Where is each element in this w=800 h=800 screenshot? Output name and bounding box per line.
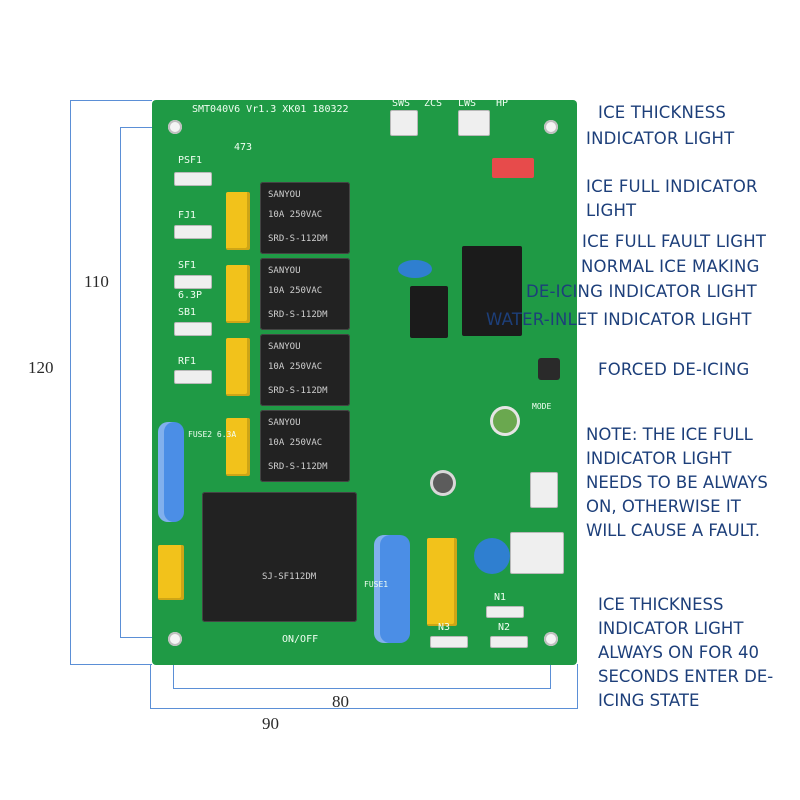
- note-line-1: NOTE: THE ICE FULL: [586, 425, 753, 444]
- capacitor-blue-2: [398, 260, 432, 278]
- dim-90-left-tick: [150, 664, 151, 708]
- fj1-label: FJ1: [178, 210, 197, 221]
- callout-ice-thickness-line2: INDICATOR LIGHT: [586, 129, 735, 148]
- capacitor-yellow-3: [226, 338, 250, 396]
- relay-3: SANYOU 10A 250VAC SRD-S-112DM: [260, 334, 350, 406]
- pcb-board: SMT040V6 Vr1.3 XK01 180322 PSF1 FJ1 SF1 …: [152, 100, 577, 665]
- zcs-label: ZCS: [424, 98, 443, 109]
- dim-110-vertical: [120, 127, 121, 637]
- fr-label: 473: [234, 142, 253, 153]
- note-line-2: INDICATOR LIGHT: [586, 449, 732, 468]
- dim-120-vertical: [70, 100, 71, 664]
- fuse2-label: FUSE2 6.3A: [188, 430, 237, 439]
- sws-label: SWS: [392, 98, 411, 109]
- dim-120-bottom-tick: [70, 664, 152, 665]
- mounting-hole-tl: [168, 120, 182, 134]
- mounting-hole-tr: [544, 120, 558, 134]
- fuse-2: [158, 422, 184, 522]
- connector-right-2: [510, 532, 564, 574]
- note2-line-2: INDICATOR LIGHT: [598, 619, 744, 638]
- lws-label: LWS: [458, 98, 477, 109]
- n2-label: N2: [498, 622, 511, 633]
- fj1-terminal: [174, 225, 212, 239]
- relay-1: SANYOU 10A 250VAC SRD-S-112DM: [260, 182, 350, 254]
- sf1-terminal: [174, 275, 212, 289]
- note-line-4: ON, OTHERWISE IT: [586, 497, 741, 516]
- n1-terminal: [486, 606, 524, 618]
- note2-line-4: SECONDS ENTER DE-: [598, 667, 774, 686]
- callout-water-inlet: WATER-INLET INDICATOR LIGHT: [486, 310, 752, 329]
- dim-110-bottom-tick: [120, 637, 175, 638]
- hp-label: HP: [496, 98, 509, 109]
- n1-label: N1: [494, 592, 507, 603]
- callout-normal-ice-making: NORMAL ICE MAKING: [581, 257, 760, 276]
- capacitor-blue-1: [474, 538, 510, 574]
- callout-ice-thickness-line1: ICE THICKNESS: [598, 103, 727, 122]
- dim-120-top-tick: [70, 100, 152, 101]
- dim-110-top-tick: [120, 127, 175, 128]
- note-line-3: NEEDS TO BE ALWAYS: [586, 473, 768, 492]
- n3-terminal: [430, 636, 468, 648]
- ic-secondary: [410, 286, 448, 338]
- dim-90-horizontal: [150, 708, 578, 709]
- dim-90-right-tick: [577, 664, 578, 708]
- dim-120-label: 120: [28, 358, 54, 377]
- note-line-5: WILL CAUSE A FAULT.: [586, 521, 760, 540]
- capacitor-yellow-5: [158, 545, 184, 600]
- sws-connector: [390, 110, 418, 136]
- sb1-terminal: [174, 322, 212, 336]
- psf1-label: PSF1: [178, 155, 203, 166]
- connector-right-1: [530, 472, 558, 508]
- rf1-terminal: [174, 370, 212, 384]
- mounting-hole-bl: [168, 632, 182, 646]
- sf1-label: SF1: [178, 260, 197, 271]
- callout-ice-full-fault: ICE FULL FAULT LIGHT: [582, 232, 767, 251]
- onoff-label: ON/OFF: [282, 634, 319, 645]
- capacitor-yellow-2: [226, 265, 250, 323]
- fuse1-label: FUSE1: [364, 580, 389, 589]
- dim-80-label: 80: [332, 692, 349, 711]
- capacitor-yellow-4: [226, 418, 250, 476]
- dim-90-label: 90: [262, 714, 279, 733]
- dim-110-label: 110: [84, 272, 109, 291]
- psf1-terminal: [174, 172, 212, 186]
- callout-forced-deicing: FORCED DE-ICING: [598, 360, 750, 379]
- capacitor-yellow-1: [226, 192, 250, 250]
- lws-connector: [458, 110, 490, 136]
- n3-label: N3: [438, 622, 451, 633]
- board-model-label: SMT040V6 Vr1.3 XK01 180322: [192, 104, 349, 115]
- note2-line-3: ALWAYS ON FOR 40: [598, 643, 759, 662]
- callout-de-icing: DE-ICING INDICATOR LIGHT: [526, 282, 757, 301]
- note2-line-5: ICING STATE: [598, 691, 700, 710]
- ic-main: [462, 246, 522, 336]
- main-relay: SJ-SF112DM: [202, 492, 357, 622]
- sf1-sub-label: 6.3P: [178, 290, 203, 301]
- note2-line-1: ICE THICKNESS: [598, 595, 724, 614]
- callout-ice-full-line2: LIGHT: [586, 201, 637, 220]
- mode-label: MODE: [532, 402, 552, 411]
- electrolytic-cap-1: [490, 406, 520, 436]
- capacitor-yellow-6: [427, 538, 457, 626]
- relay-4: SANYOU 10A 250VAC SRD-S-112DM: [260, 410, 350, 482]
- forced-deicing-button[interactable]: [538, 358, 560, 380]
- mounting-hole-br: [544, 632, 558, 646]
- dim-80-horizontal: [173, 688, 551, 689]
- relay-2: SANYOU 10A 250VAC SRD-S-112DM: [260, 258, 350, 330]
- n2-terminal: [490, 636, 528, 648]
- sb1-label: SB1: [178, 307, 197, 318]
- fuse-1: [374, 535, 410, 643]
- callout-ice-full-line1: ICE FULL INDICATOR: [586, 177, 758, 196]
- rf1-label: RF1: [178, 356, 197, 367]
- led-header: [492, 158, 534, 178]
- electrolytic-cap-2: [430, 470, 456, 496]
